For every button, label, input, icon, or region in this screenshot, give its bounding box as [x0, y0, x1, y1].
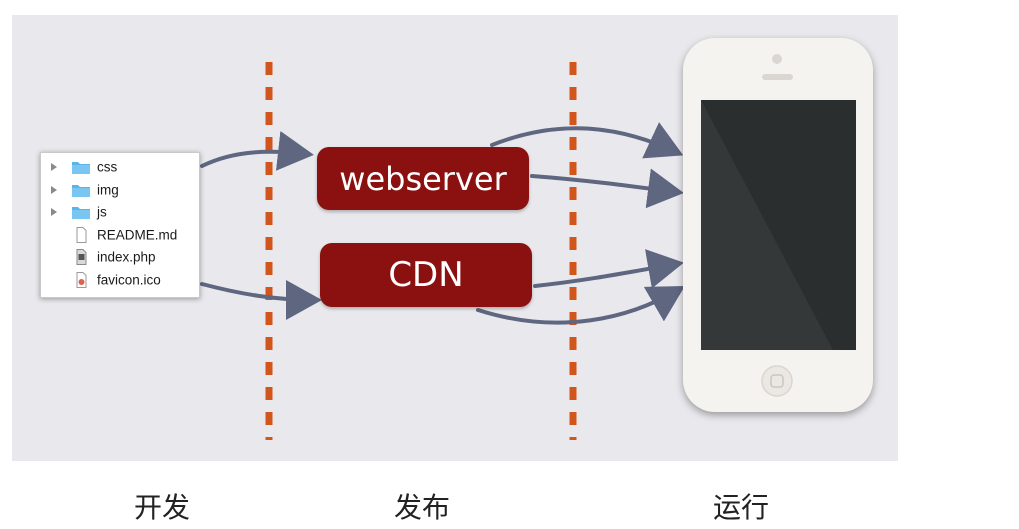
- disclosure-triangle-icon[interactable]: [51, 208, 57, 217]
- folder-icon: [72, 184, 90, 197]
- phone-speaker-icon: [762, 74, 793, 80]
- arrow-files-to-cdn: [200, 279, 322, 320]
- arrow-cdn-to-phone-upper: [533, 249, 684, 289]
- disclosure-triangle-icon[interactable]: [51, 163, 57, 172]
- stage-caption-develop: 开发: [134, 491, 191, 524]
- phone-device: [683, 38, 873, 412]
- file-name: css: [97, 159, 118, 175]
- arrow-cdn-to-phone-lower: [476, 285, 685, 325]
- file-name: README.md: [97, 227, 178, 243]
- phone-camera-icon: [772, 54, 782, 64]
- arrow-webserver-to-phone-lower: [530, 168, 684, 209]
- webserver-label: webserver: [339, 159, 507, 198]
- phone-illustration: [701, 54, 856, 397]
- phone-screen-shine: [701, 100, 833, 350]
- folder-icon: [72, 207, 90, 219]
- file-list-item[interactable]: favicon.ico: [41, 269, 199, 292]
- disclosure-triangle-icon[interactable]: [51, 185, 57, 194]
- file-name: js: [97, 204, 107, 220]
- file-name: index.php: [97, 249, 156, 265]
- file-name: img: [97, 182, 119, 198]
- file-name: favicon.ico: [97, 272, 161, 288]
- php-file-icon: [76, 249, 87, 265]
- arrow-webserver-to-phone-upper: [490, 122, 684, 159]
- cdn-node: CDN: [320, 243, 532, 307]
- file-list-item[interactable]: index.php: [41, 246, 199, 269]
- file-list-window: css img js README.md index.php: [40, 152, 200, 298]
- folder-icon: [72, 162, 90, 174]
- phone-home-button-icon: [761, 365, 793, 397]
- favicon-file-icon: [76, 271, 87, 288]
- file-list-item[interactable]: js: [41, 201, 199, 224]
- arrow-files-to-webserver: [200, 131, 314, 171]
- document-icon: [76, 226, 87, 243]
- file-list-item[interactable]: css: [41, 156, 199, 179]
- file-list-item[interactable]: img: [41, 179, 199, 202]
- file-list-item[interactable]: README.md: [41, 224, 199, 247]
- stage-caption-publish: 发布: [394, 491, 451, 524]
- cdn-label: CDN: [388, 255, 464, 295]
- stage-caption-run: 运行: [713, 491, 770, 524]
- webserver-node: webserver: [317, 147, 529, 210]
